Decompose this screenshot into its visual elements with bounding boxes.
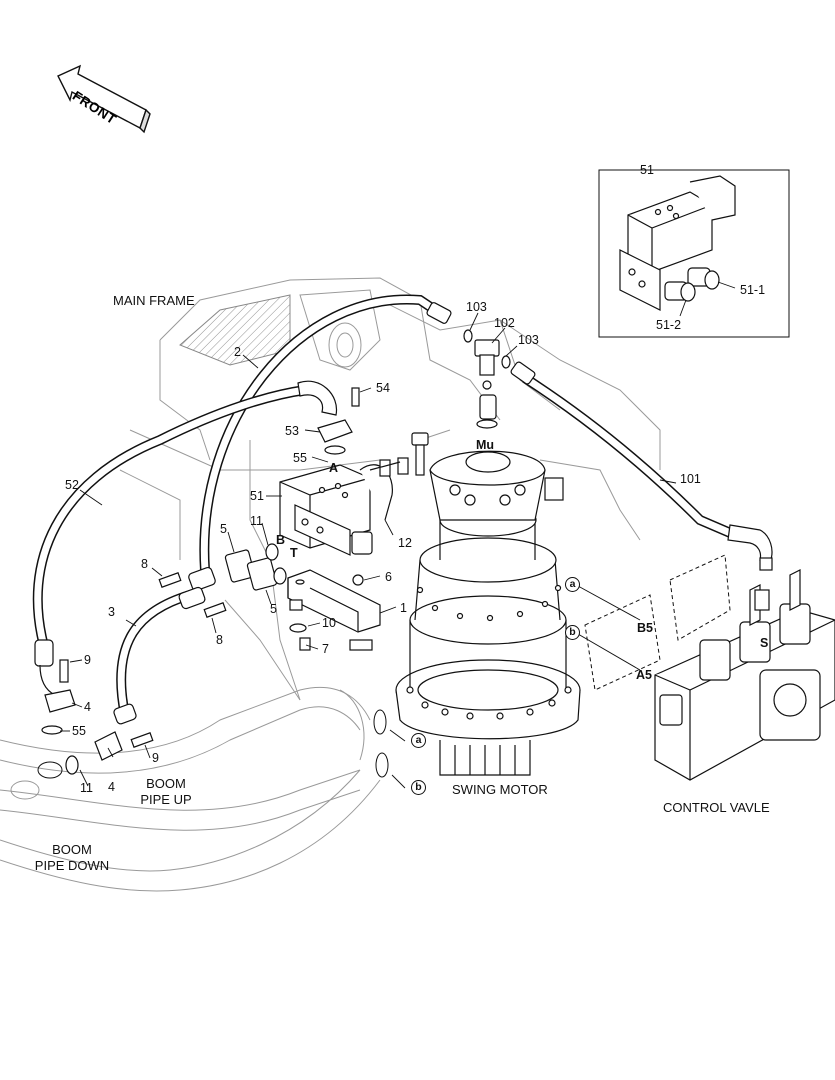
front-arrow-icon [57, 64, 151, 134]
callout-b-pipe: b [411, 780, 426, 795]
port-A: A [329, 461, 339, 475]
part-8-a: 8 [141, 557, 148, 571]
part-5-a: 5 [220, 522, 227, 536]
part-6: 6 [385, 570, 392, 584]
control-valve-label: CONTROL VAVLE [663, 800, 770, 815]
callout-a-valve: a [565, 577, 580, 592]
port-S: S [760, 636, 769, 650]
part-53: 53 [285, 424, 299, 438]
part-7: 7 [322, 642, 329, 656]
control-valve-dashed-ports [584, 554, 731, 691]
part-1: 1 [400, 601, 407, 615]
valve-51 [279, 457, 409, 556]
swing-motor-label: SWING MOTOR [452, 782, 548, 797]
bracket-1 [287, 569, 381, 651]
part-2: 2 [234, 345, 241, 359]
hose-fittings [34, 302, 773, 725]
hose-2 [199, 294, 438, 571]
part-9-b: 9 [152, 751, 159, 765]
boom-pipe-down-label-line2: PIPE DOWN [34, 858, 110, 873]
part-55-b: 55 [72, 724, 86, 738]
callout-a-pipe: a [411, 733, 426, 748]
fitting-102 [463, 329, 511, 429]
boom-pipe-up-label-line1: BOOM [146, 776, 186, 791]
callout-b-valve: b [565, 625, 580, 640]
flange-53 [317, 387, 360, 455]
hose-101 [522, 373, 737, 540]
part-12: 12 [398, 536, 412, 550]
part-11-a: 11 [250, 514, 263, 528]
part-5-b: 5 [270, 602, 277, 616]
swing-motor [395, 432, 581, 776]
part-102: 102 [494, 316, 515, 330]
port-Mu: Mu [476, 438, 495, 452]
main-frame-label: MAIN FRAME [113, 293, 195, 308]
boom-pipe-up-label-line2: PIPE UP [140, 792, 192, 807]
part-101: 101 [680, 472, 701, 486]
part-103-b: 103 [518, 333, 539, 347]
port-A5: A5 [636, 668, 652, 682]
bolts [41, 572, 311, 775]
boom-pipe-down-label-line1: BOOM [52, 842, 92, 857]
port-T: T [290, 546, 298, 560]
boom-pipes [0, 686, 389, 892]
part-51-inset: 51 [640, 163, 654, 177]
part-51-2: 51-2 [656, 318, 682, 332]
port-B: B [276, 533, 286, 547]
part-55-a: 55 [293, 451, 307, 465]
flange-5 [224, 543, 287, 591]
part-51-1: 51-1 [740, 283, 766, 297]
part-9-a: 9 [84, 653, 91, 667]
leader-lines [60, 169, 736, 789]
part-10: 10 [322, 616, 336, 630]
part-3: 3 [108, 605, 115, 619]
part-51: 51 [250, 489, 264, 503]
part-4-b: 4 [108, 780, 115, 794]
hose-52 [32, 385, 306, 652]
part-52: 52 [65, 478, 79, 492]
valve-51-inset [619, 175, 736, 311]
part-11-b: 11 [80, 781, 93, 795]
part-54: 54 [376, 381, 390, 395]
hose-3 [116, 590, 192, 716]
part-8-b: 8 [216, 633, 223, 647]
part-103-a: 103 [466, 300, 487, 314]
part-4-a: 4 [84, 700, 91, 714]
control-valve [654, 569, 835, 781]
port-B5: B5 [637, 621, 653, 635]
